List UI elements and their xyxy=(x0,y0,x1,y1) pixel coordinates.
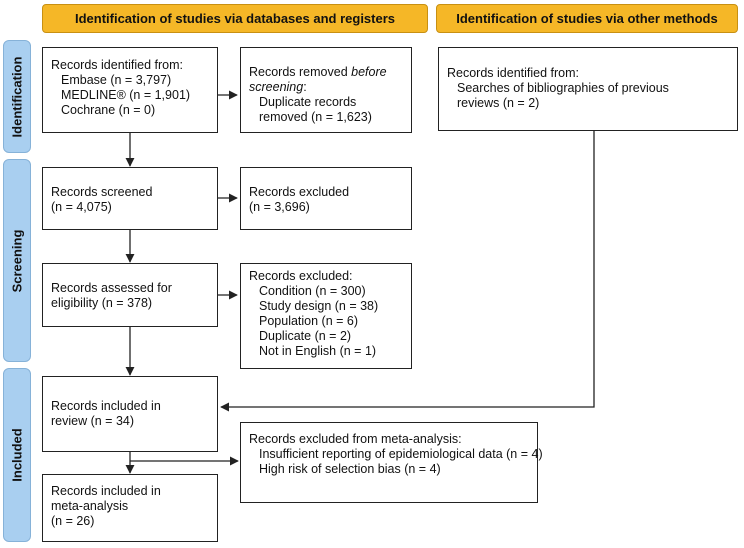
box-title: Records excluded from meta-analysis: xyxy=(249,432,462,446)
list-item: Insufficient reporting of epidemiologica… xyxy=(259,447,543,461)
list-item: Not in English (n = 1) xyxy=(259,344,377,358)
box-line: Records included in xyxy=(51,399,161,413)
box-records-removed: Records removed before screening: Duplic… xyxy=(240,47,412,133)
box-records-assessed: Records assessed for eligibility (n = 37… xyxy=(42,263,218,327)
list-item: Population (n = 6) xyxy=(259,314,359,328)
box-records-included-meta: Records included in meta-analysis (n = 2… xyxy=(42,474,218,542)
header-other-methods: Identification of studies via other meth… xyxy=(436,4,738,33)
list-item: Duplicate records xyxy=(259,95,357,109)
list-item: Cochrane (n = 0) xyxy=(61,103,156,117)
box-title: Records excluded: xyxy=(249,269,353,283)
stage-included-label: Included xyxy=(9,428,25,482)
box-records-included-review: Records included in review (n = 34) xyxy=(42,376,218,452)
list-item: Condition (n = 300) xyxy=(259,284,366,298)
stage-screening-label: Screening xyxy=(9,229,25,292)
box-line: review (n = 34) xyxy=(51,414,135,428)
list-item: Study design (n = 38) xyxy=(259,299,379,313)
box-line: meta-analysis xyxy=(51,499,129,513)
stage-included: Included xyxy=(3,368,31,542)
box-line: Records excluded xyxy=(249,185,350,199)
box-records-identified-databases: Records identified from: Embase (n = 3,7… xyxy=(42,47,218,133)
box-line: Records assessed for xyxy=(51,281,172,295)
box-records-excluded: Records excluded (n = 3,696) xyxy=(240,167,412,230)
box-line: (n = 4,075) xyxy=(51,200,112,214)
stage-identification: Identification xyxy=(3,40,31,153)
arrow-other-to-included xyxy=(220,131,595,412)
box-line: Records included in xyxy=(51,484,161,498)
box-records-identified-other: Records identified from: Searches of bib… xyxy=(438,47,738,131)
list-item: MEDLINE® (n = 1,901) xyxy=(61,88,191,102)
box-records-excluded-meta: Records excluded from meta-analysis: Ins… xyxy=(240,422,543,503)
list-item: removed (n = 1,623) xyxy=(259,110,372,124)
list-item: reviews (n = 2) xyxy=(457,96,540,110)
header-databases: Identification of studies via databases … xyxy=(42,4,428,33)
box-records-screened: Records screened (n = 4,075) xyxy=(42,167,218,230)
stage-identification-label: Identification xyxy=(9,56,25,137)
box-line: (n = 26) xyxy=(51,514,95,528)
box-line: eligibility (n = 378) xyxy=(51,296,153,310)
box-title: Records identified from: xyxy=(51,58,184,72)
title-text: Records removed xyxy=(249,65,352,79)
list-item: Embase (n = 3,797) xyxy=(61,73,172,87)
box-title: Records removed before xyxy=(249,65,403,80)
box-line: Records screened xyxy=(51,185,153,199)
list-item: Duplicate (n = 2) xyxy=(259,329,352,343)
title-emphasis-continued: screening xyxy=(249,80,304,94)
stage-screening: Screening xyxy=(3,159,31,362)
box-line: (n = 3,696) xyxy=(249,200,310,214)
list-item: Searches of bibliographies of previous xyxy=(457,81,669,95)
title-emphasis: before xyxy=(351,65,387,79)
box-title: Records identified from: xyxy=(447,66,580,80)
list-item: High risk of selection bias (n = 4) xyxy=(259,462,441,476)
box-records-excluded-reasons: Records excluded: Condition (n = 300) St… xyxy=(240,263,412,369)
